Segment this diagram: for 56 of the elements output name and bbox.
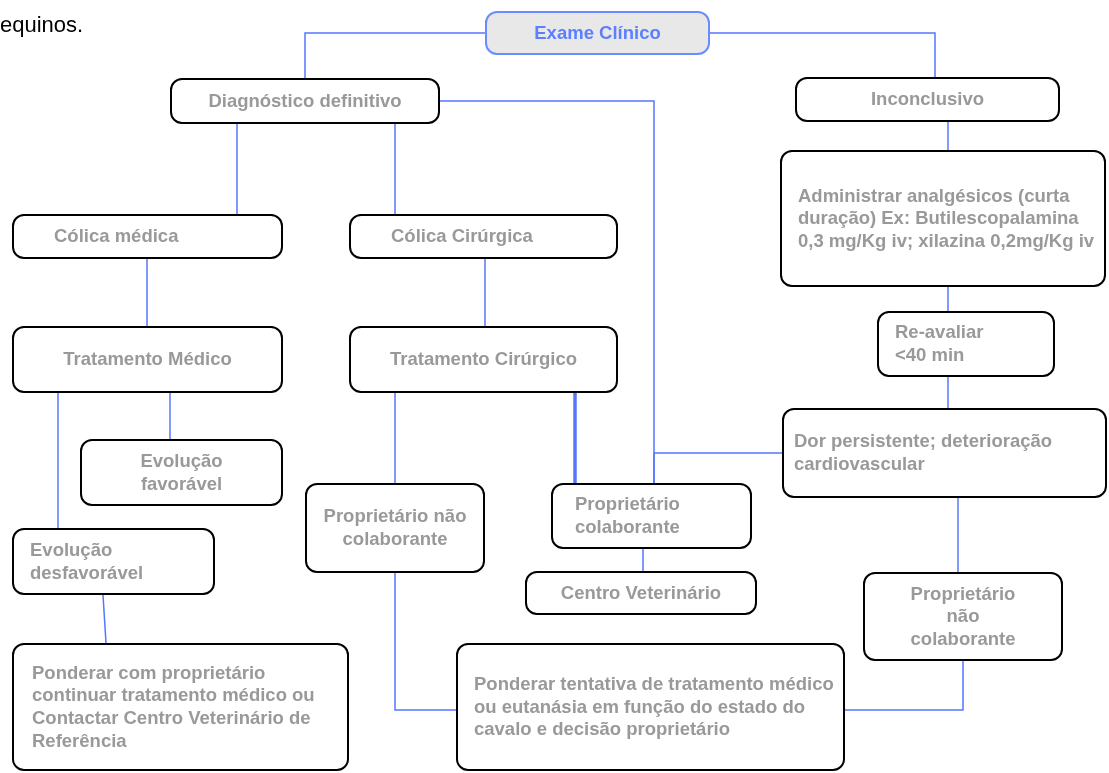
connector-line [947,286,949,312]
box-text: Cólica Cirúrgica [391,225,534,248]
box-text: Proprietário não colaborante [322,505,468,551]
process-box [525,571,757,615]
connector-line [169,392,171,440]
connector-line [102,594,107,644]
connector-line [957,497,959,573]
box-text: Dor persistente; deterioração cardiovascular [794,430,1054,476]
process-box [456,643,845,771]
connector-line [57,392,59,529]
box-text: Evolução favorável [139,449,224,496]
connector-line [947,121,949,151]
process-box [782,408,1107,498]
connector-line [484,258,486,327]
box-text: Re-avaliar <40 min [895,321,985,367]
connector-line [304,32,486,79]
process-box [349,214,618,259]
process-box [863,572,1063,661]
process-box [877,311,1055,377]
box-text: Inconclusivo [869,88,986,111]
process-box [80,439,283,506]
process-box [780,150,1106,287]
connector-line [642,548,644,572]
box-text: Centro Veterinário [559,581,723,605]
box-text: Proprietário não colaborante [909,582,1017,651]
box-text: Tratamento Médico [62,348,233,371]
box-text: Ponderar tentativa de tratamento médico ou eutanásia em função do estado do cavalo e decisão proprietário [474,673,835,741]
process-box [349,326,618,393]
connector-line [146,258,148,327]
box-text: Administrar analgésicos (curta duração) Ex: Butilescopalamina 0,3 mg/Kg iv; xilazina 0,2mg/Kg iv [798,184,1096,253]
box-text: Cólica médica [54,225,180,248]
start-box [485,11,710,55]
connector-line [394,123,396,215]
process-box [795,77,1060,122]
box-text: Exame Clínico [533,21,662,45]
process-box [12,214,283,259]
connector-line [947,376,949,409]
box-text: Proprietário colaborante [575,493,681,539]
caption-text: equinos. [0,12,84,38]
connector-line [653,452,783,484]
process-box [12,528,215,595]
connector-line [236,123,238,215]
box-text: Diagnóstico definitivo [207,89,403,113]
connector-line [573,393,577,483]
box-text: Ponderar com proprietário continuar tratamento médico ou Contactar Centro Veterinário de Referência [32,661,316,753]
box-text: Tratamento Cirúrgico [388,348,579,371]
process-box [12,643,349,771]
connector-line [844,660,964,711]
box-text: Evolução desfavorável [30,538,145,585]
process-box [305,483,485,573]
process-box [170,78,440,124]
connector-line [709,32,936,78]
connector-line [394,392,396,484]
process-box [12,326,283,393]
connector-line [394,572,457,711]
process-box [551,483,752,549]
